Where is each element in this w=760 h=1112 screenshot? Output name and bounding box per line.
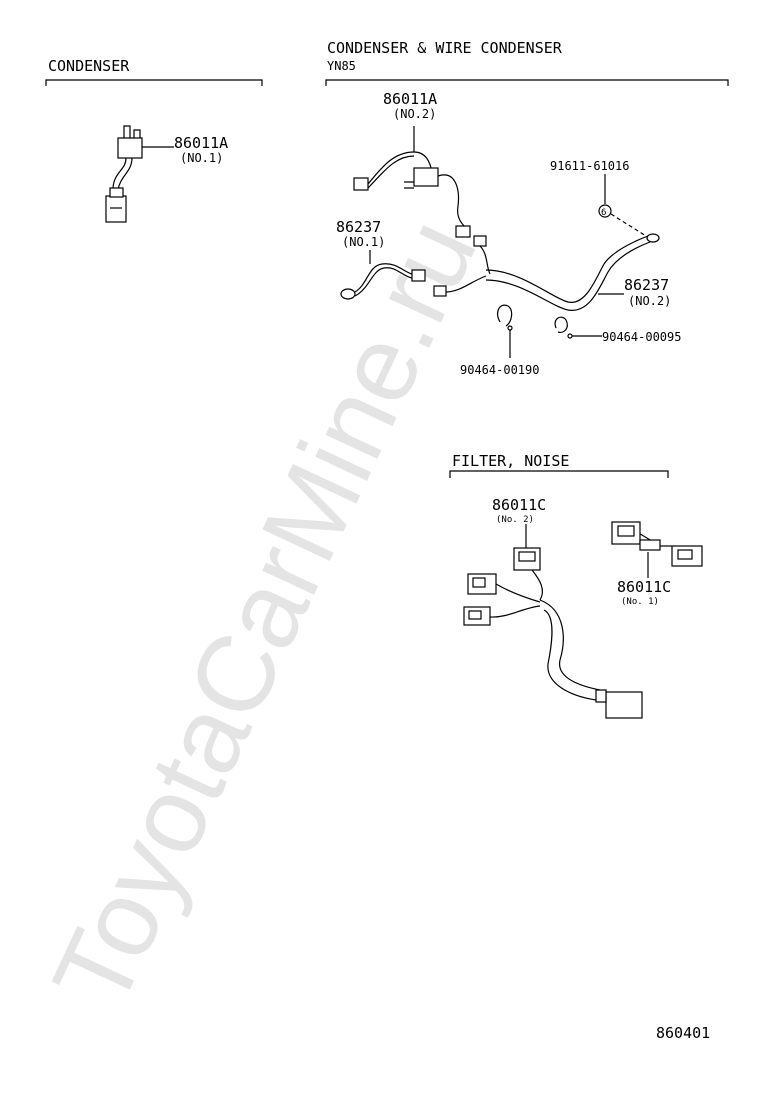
section-condenser: CONDENSER 86011A (NO.1) <box>45 57 263 223</box>
note-wire-no2: (NO.2) <box>628 294 671 308</box>
label-86011C-no1: 86011C <box>617 578 671 596</box>
model-code: YN85 <box>327 59 356 73</box>
dashed-bolt-link <box>610 213 647 237</box>
wire-no1-part[interactable] <box>340 263 426 300</box>
section-bracket-filter-noise <box>449 470 669 478</box>
label-86011A-no2: 86011A <box>383 90 437 108</box>
label-90464-00190: 90464-00190 <box>460 363 539 377</box>
clamp-b-part[interactable] <box>496 304 513 331</box>
label-90464-00095: 90464-00095 <box>602 330 681 344</box>
condenser-no2-part[interactable] <box>353 151 471 238</box>
label-91611-61016: 91611-61016 <box>550 159 629 173</box>
section-title-condenser: CONDENSER <box>48 57 130 75</box>
section-title-condenser-wire: CONDENSER & WIRE CONDENSER <box>327 39 563 57</box>
note-no1: (NO.1) <box>180 151 223 165</box>
note-wire-no1: (NO.1) <box>342 235 385 249</box>
bolt-part[interactable]: 6 <box>598 204 612 218</box>
label-86237-no2: 86237 <box>624 276 669 294</box>
section-bracket-condenser-wire <box>325 79 729 86</box>
section-filter-noise: FILTER, NOISE 86011C (No. 2) <box>449 452 703 719</box>
section-title-filter-noise: FILTER, NOISE <box>452 452 569 470</box>
label-86237-no1: 86237 <box>336 218 381 236</box>
label-86011C-no2: 86011C <box>492 496 546 514</box>
section-bracket-condenser <box>45 79 263 86</box>
label-86011A-no1: 86011A <box>174 134 228 152</box>
note-filter-no2: (No. 2) <box>496 515 534 525</box>
note-condenser-no2: (NO.2) <box>393 107 436 121</box>
svg-text:6: 6 <box>601 208 606 218</box>
condenser-no1-part[interactable] <box>105 125 143 223</box>
page-code: 860401 <box>656 1024 710 1042</box>
clamp-a-part[interactable] <box>554 316 573 339</box>
filter-no2-part[interactable] <box>463 547 643 719</box>
wire-no2-part[interactable] <box>433 233 660 311</box>
section-condenser-wire: CONDENSER & WIRE CONDENSER YN85 86011A (… <box>325 39 729 377</box>
filter-no1-part[interactable] <box>611 521 703 567</box>
note-filter-no1: (No. 1) <box>621 597 659 607</box>
watermark: ToyotaCarMine.ru <box>29 201 499 1025</box>
